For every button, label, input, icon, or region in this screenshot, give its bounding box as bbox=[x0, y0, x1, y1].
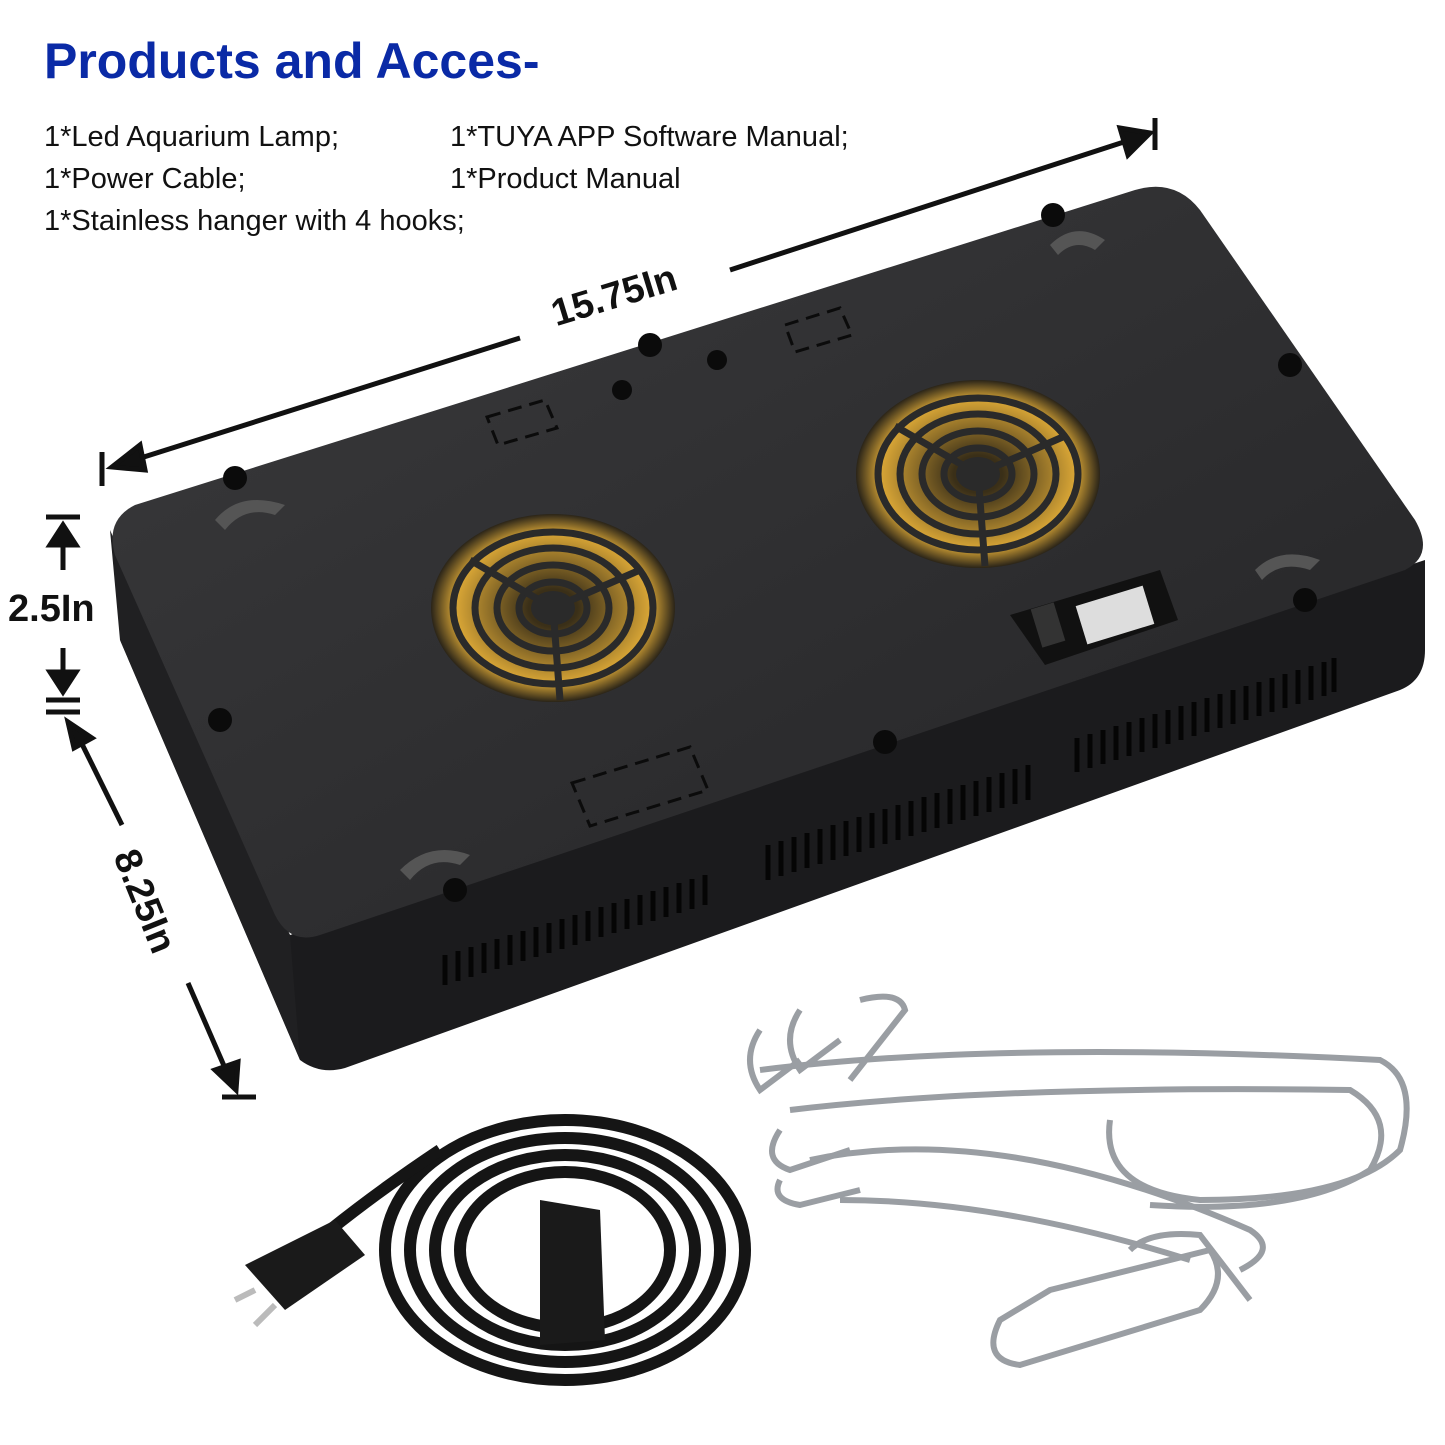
dimension-lines bbox=[45, 118, 1158, 1100]
fan-left bbox=[431, 514, 675, 702]
content-item-app-manual: 1*TUYA APP Software Manual; bbox=[450, 121, 849, 153]
page-title: Products and Acces- bbox=[44, 33, 540, 89]
power-plug bbox=[233, 1200, 605, 1345]
stainless-hanger bbox=[747, 993, 1410, 1369]
power-cable bbox=[326, 1114, 751, 1386]
height-label: 2.5In bbox=[8, 588, 95, 630]
content-item-hanger: 1*Stainless hanger with 4 hooks; bbox=[44, 205, 465, 237]
content-item-lamp: 1*Led Aquarium Lamp; bbox=[44, 121, 340, 153]
fan-right bbox=[856, 380, 1100, 568]
lamp bbox=[110, 186, 1425, 1071]
content-item-power-cable: 1*Power Cable; bbox=[44, 163, 246, 195]
content-item-product-manual: 1*Product Manual bbox=[450, 163, 681, 195]
power-switch-socket bbox=[1010, 570, 1178, 665]
